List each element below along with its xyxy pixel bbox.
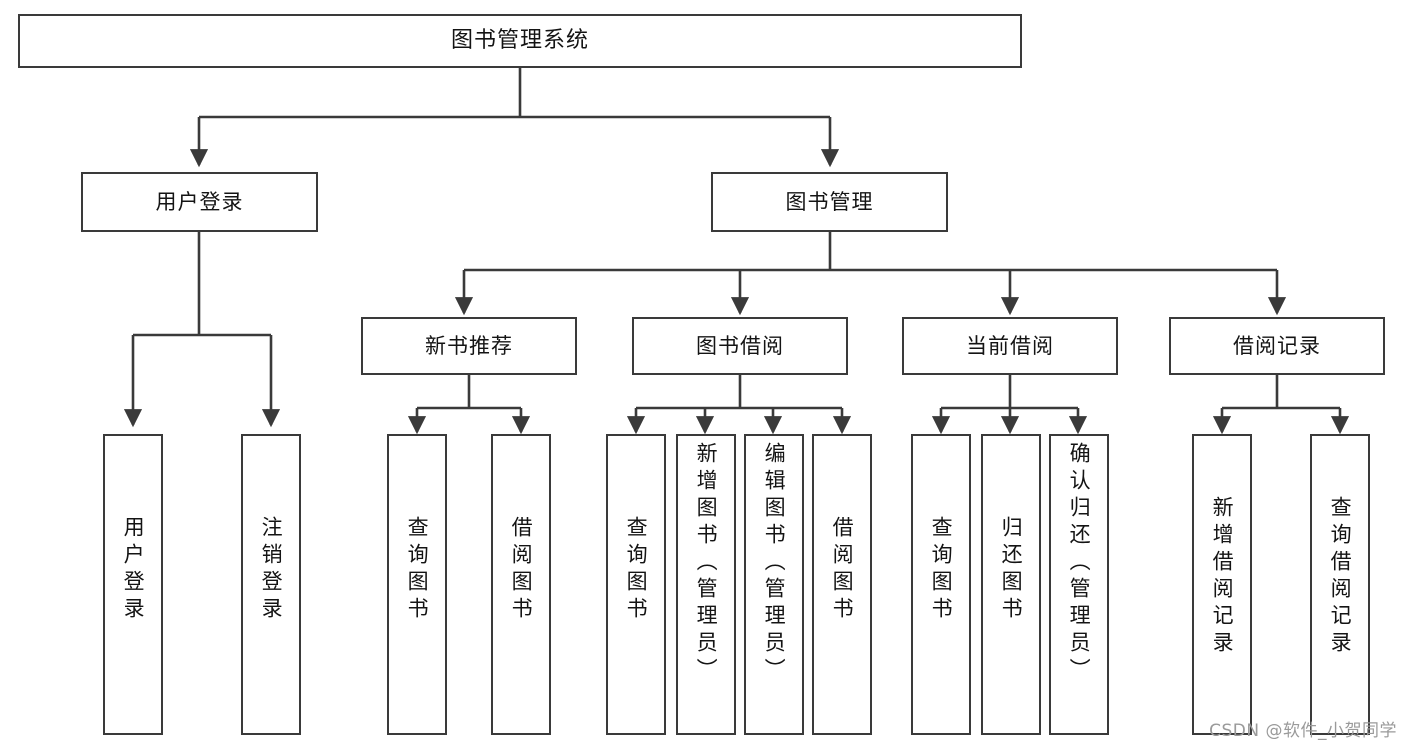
- node-label: 借阅记录: [1233, 333, 1321, 358]
- node-leaf-query-book-current[interactable]: 查询图书: [911, 434, 971, 735]
- node-leaf-logout[interactable]: 注销登录: [241, 434, 301, 735]
- node-leaf-borrow-book-newbook[interactable]: 借阅图书: [491, 434, 551, 735]
- node-leaf-edit-book-admin[interactable]: 编辑图书（管理员）: [744, 434, 804, 735]
- node-label: 查询图书: [929, 516, 954, 624]
- node-label: 用户登录: [155, 189, 244, 214]
- node-new-book-recommend[interactable]: 新书推荐: [361, 317, 577, 375]
- node-label: 新增图书（管理员）: [694, 442, 719, 685]
- node-leaf-return-book[interactable]: 归还图书: [981, 434, 1041, 735]
- node-label: 归还图书: [999, 516, 1024, 624]
- node-current-borrow[interactable]: 当前借阅: [902, 317, 1118, 375]
- node-label: 注销登录: [259, 516, 284, 624]
- node-book-management[interactable]: 图书管理: [711, 172, 948, 232]
- node-label: 借阅图书: [830, 516, 855, 624]
- node-root-system[interactable]: 图书管理系统: [18, 14, 1022, 68]
- node-leaf-borrow-book-borrow[interactable]: 借阅图书: [812, 434, 872, 735]
- watermark-text: CSDN @软件_小贺同学: [1209, 721, 1397, 741]
- node-label: 新增借阅记录: [1210, 496, 1235, 658]
- node-label: 确认归还（管理员）: [1067, 442, 1092, 685]
- node-leaf-add-borrow-record[interactable]: 新增借阅记录: [1192, 434, 1252, 735]
- node-book-borrow[interactable]: 图书借阅: [632, 317, 848, 375]
- node-label: 图书借阅: [696, 333, 784, 358]
- node-label: 查询图书: [405, 516, 430, 624]
- node-label: 图书管理: [785, 189, 874, 214]
- node-label: 借阅图书: [509, 516, 534, 624]
- node-label: 编辑图书（管理员）: [762, 442, 787, 685]
- node-leaf-confirm-return-admin[interactable]: 确认归还（管理员）: [1049, 434, 1109, 735]
- node-label: 当前借阅: [966, 333, 1054, 358]
- node-leaf-query-book-borrow[interactable]: 查询图书: [606, 434, 666, 735]
- node-user-login[interactable]: 用户登录: [81, 172, 318, 232]
- node-label: 新书推荐: [425, 333, 513, 358]
- node-borrow-record[interactable]: 借阅记录: [1169, 317, 1385, 375]
- node-leaf-add-book-admin[interactable]: 新增图书（管理员）: [676, 434, 736, 735]
- node-label: 用户登录: [121, 516, 146, 624]
- node-leaf-user-login[interactable]: 用户登录: [103, 434, 163, 735]
- node-label: 查询图书: [624, 516, 649, 624]
- node-label: 图书管理系统: [450, 28, 589, 54]
- node-label: 查询借阅记录: [1328, 496, 1353, 658]
- node-leaf-query-borrow-record[interactable]: 查询借阅记录: [1310, 434, 1370, 735]
- node-leaf-query-book-newbook[interactable]: 查询图书: [387, 434, 447, 735]
